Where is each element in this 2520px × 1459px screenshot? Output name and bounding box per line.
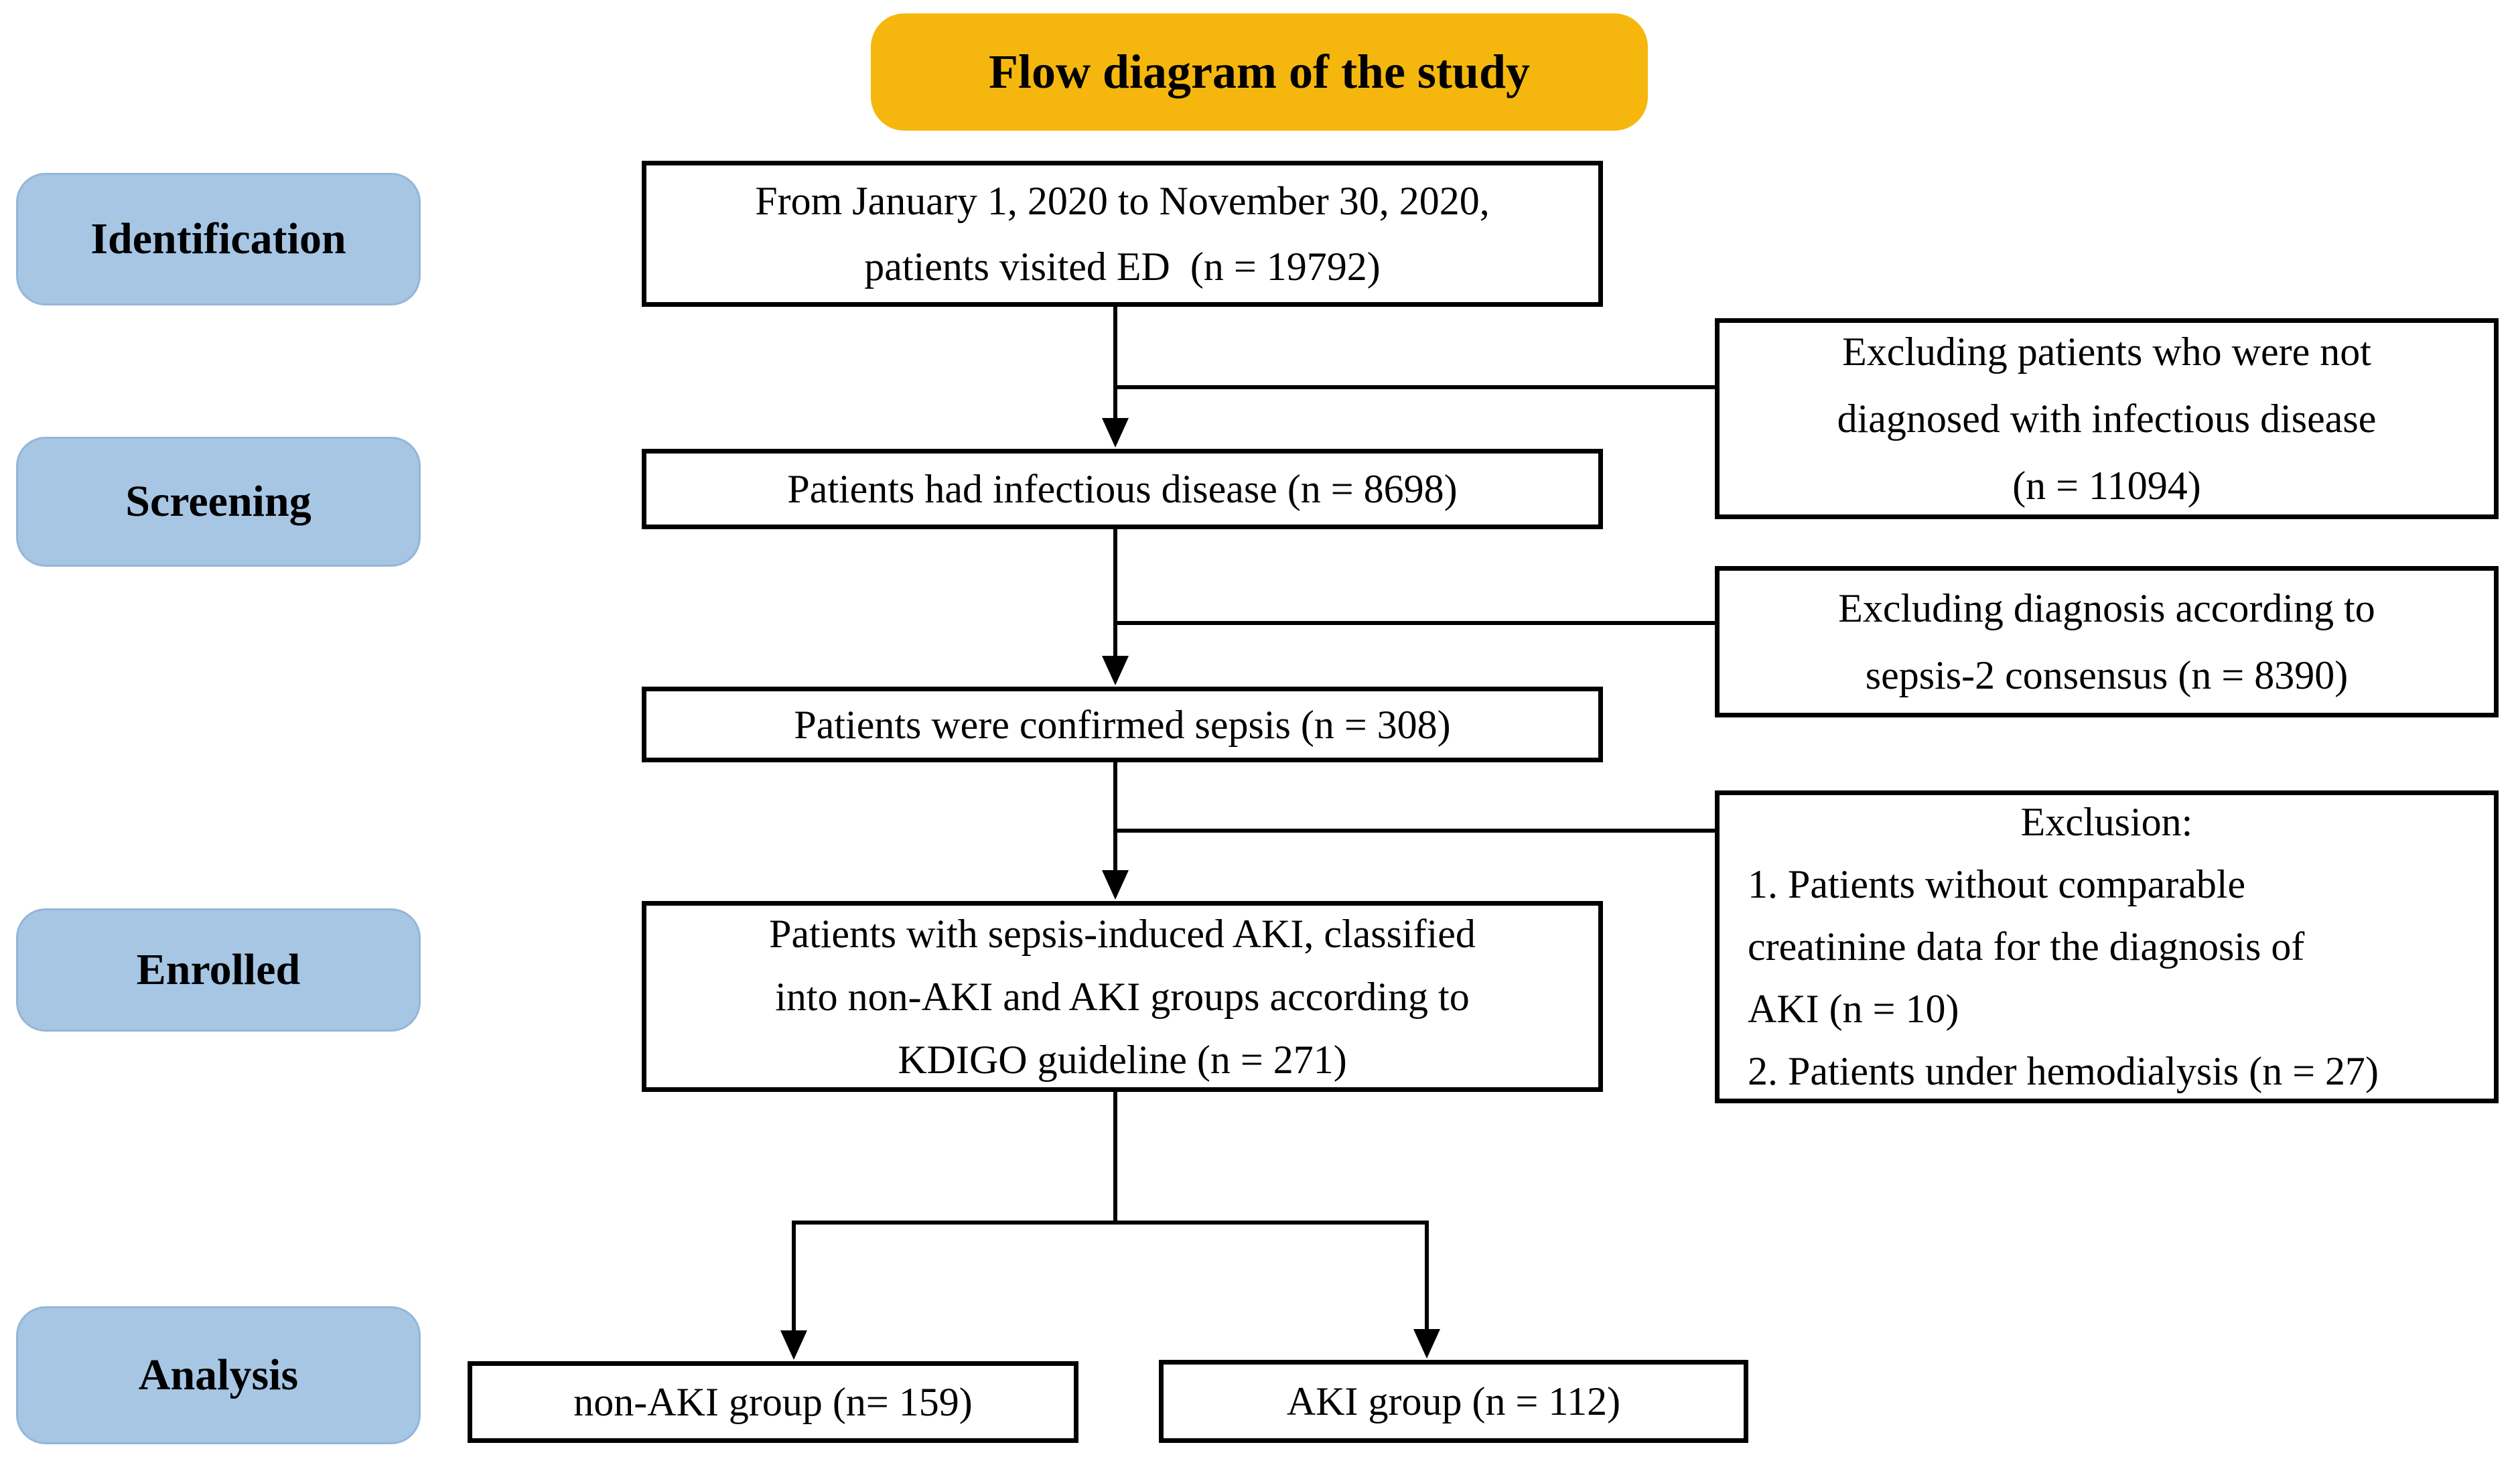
exclusion-text-line: Excluding patients who were not	[1842, 330, 2371, 374]
exclusion-text-line: creatinine data for the diagnosis of	[1748, 924, 2305, 969]
diagram-title-text: Flow diagram of the study	[989, 45, 1530, 98]
exclusion-not-infectious: Excluding patients who were not diagnose…	[1715, 318, 2499, 519]
stage-label-text: Identification	[90, 214, 346, 263]
node-enrolled-kdigo: Patients with sepsis-induced AKI, classi…	[642, 901, 1603, 1092]
arrowhead-down-icon	[1102, 870, 1129, 900]
node-non-aki-group: non-AKI group (n= 159)	[468, 1361, 1078, 1443]
stage-label-text: Enrolled	[136, 945, 301, 994]
exclusion-text-line: (n = 11094)	[2012, 464, 2201, 508]
node-text-line: From January 1, 2020 to November 30, 202…	[755, 179, 1490, 223]
node-text-line: KDIGO guideline (n = 271)	[898, 1037, 1347, 1082]
stage-label-analysis: Analysis	[16, 1306, 421, 1444]
exclusion-text-line: AKI (n = 10)	[1748, 987, 1959, 1031]
node-text-line: AKI group (n = 112)	[1286, 1379, 1621, 1423]
node-confirmed-sepsis: Patients were confirmed sepsis (n = 308)	[642, 687, 1603, 762]
exclusion-sepsis2-consensus: Excluding diagnosis according to sepsis-…	[1715, 566, 2499, 717]
node-text-line: Patients had infectious disease (n = 869…	[787, 467, 1458, 511]
exclusion-text-line: 2. Patients under hemodialysis (n = 27)	[1748, 1049, 2379, 1093]
stage-label-text: Analysis	[138, 1350, 299, 1399]
arrowhead-down-icon	[1102, 418, 1129, 447]
diagram-title: Flow diagram of the study	[871, 13, 1648, 131]
node-text-line: into non-AKI and AKI groups according to	[775, 974, 1470, 1019]
node-aki-group: AKI group (n = 112)	[1159, 1360, 1748, 1443]
stage-label-identification: Identification	[16, 173, 421, 305]
stage-label-text: Screening	[125, 477, 311, 526]
node-text-line: Patients with sepsis-induced AKI, classi…	[769, 911, 1476, 956]
exclusion-text-line: diagnosed with infectious disease	[1837, 397, 2377, 441]
stage-label-screening: Screening	[16, 437, 421, 567]
exclusion-text-line: 1. Patients without comparable	[1748, 862, 2246, 906]
arrowhead-down-icon	[1102, 656, 1129, 685]
exclusion-criteria: Exclusion: 1. Patients without comparabl…	[1715, 790, 2499, 1103]
node-patients-visited-ed: From January 1, 2020 to November 30, 202…	[642, 161, 1603, 307]
node-text-line: Patients were confirmed sepsis (n = 308)	[794, 702, 1451, 747]
node-infectious-disease: Patients had infectious disease (n = 869…	[642, 449, 1603, 529]
arrowhead-down-icon	[1413, 1329, 1440, 1359]
arrowhead-down-icon	[780, 1330, 807, 1360]
node-text-line: patients visited ED (n = 19792)	[864, 245, 1381, 289]
exclusion-text-line: Excluding diagnosis according to	[1838, 586, 2375, 630]
exclusion-text-line: sepsis-2 consensus (n = 8390)	[1865, 653, 2349, 697]
exclusion-header: Exclusion:	[2020, 800, 2193, 844]
stage-label-enrolled: Enrolled	[16, 908, 421, 1032]
node-text-line: non-AKI group (n= 159)	[573, 1380, 973, 1424]
